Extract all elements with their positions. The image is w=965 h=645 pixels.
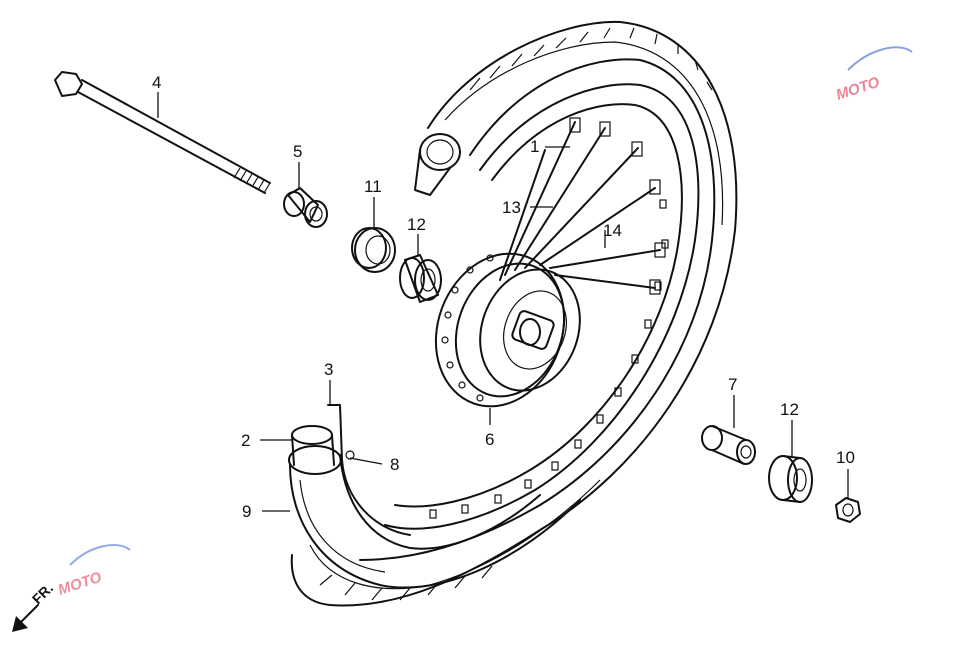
spoke-nipples	[569, 117, 666, 295]
axle-collar	[283, 187, 328, 228]
callout-5: 5	[293, 142, 302, 161]
callout-numbers: 4 5 11 12 1 13 14 3 2 8 9 6 7 12 10	[152, 73, 855, 521]
watermark-bottom-left: MOTO	[56, 544, 131, 599]
arrow-down-left-icon	[12, 616, 28, 632]
wheel-hub	[434, 252, 581, 408]
watermark-text: MOTO	[834, 74, 882, 104]
inner-tube	[288, 445, 581, 589]
callout-7: 7	[728, 375, 737, 394]
dust-seal	[351, 227, 396, 273]
axle-thread	[233, 167, 271, 194]
rim	[384, 83, 700, 530]
callout-2: 2	[241, 431, 250, 450]
rim-spoke-holes	[429, 199, 669, 519]
callout-12-right: 12	[780, 400, 799, 419]
callout-8: 8	[390, 455, 399, 474]
distance-collar	[701, 425, 756, 465]
leader-lines	[157, 92, 849, 512]
watermark-text: MOTO	[56, 569, 104, 599]
rim-band	[327, 404, 411, 536]
wheel-bearing-left	[399, 254, 442, 303]
callout-13: 13	[502, 198, 521, 217]
callout-9: 9	[242, 502, 251, 521]
watermark-top-right: MOTO	[834, 46, 913, 104]
spokes	[499, 117, 666, 295]
axle-bolt	[54, 71, 271, 194]
callout-12-left: 12	[407, 215, 426, 234]
axle-nut	[835, 497, 861, 523]
front-direction-indicator: FR.	[12, 580, 56, 632]
callout-3: 3	[324, 360, 333, 379]
callout-14: 14	[603, 221, 622, 240]
fr-label: FR.	[29, 580, 56, 607]
watermark-swoosh-icon	[847, 46, 913, 71]
callout-6: 6	[485, 430, 494, 449]
watermark-swoosh-icon	[69, 544, 131, 566]
callout-1: 1	[530, 137, 539, 156]
callout-10: 10	[836, 448, 855, 467]
tire	[290, 20, 738, 607]
tube-valve-sleeve	[291, 425, 335, 466]
hub-spoke-holes	[441, 254, 494, 402]
callout-11: 11	[364, 177, 382, 196]
tread-pattern	[319, 27, 713, 601]
callout-4: 4	[152, 73, 161, 92]
wheel-bearing-right	[768, 455, 813, 503]
